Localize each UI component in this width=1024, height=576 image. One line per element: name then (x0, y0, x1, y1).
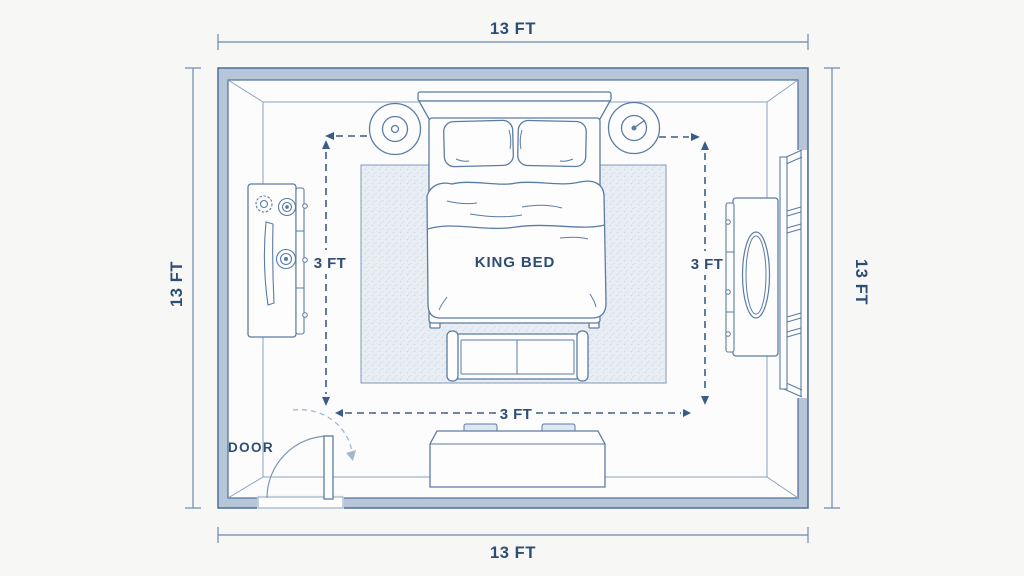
door-swing-direction (292, 409, 353, 453)
pillow-right (517, 119, 587, 168)
headboard-top (417, 91, 612, 102)
leaning-shelf (779, 149, 807, 398)
tray (263, 221, 275, 306)
dimension-line-top (217, 34, 809, 50)
pillow-left (443, 119, 514, 168)
clearance-label-bg-right (687, 251, 725, 275)
door-label: DOOR (228, 440, 274, 455)
dimension-label-top: 13 FT (490, 20, 536, 38)
door-swing-arrowhead (346, 450, 356, 461)
dresser-right (725, 197, 779, 357)
clearance-label-bg-left (310, 250, 348, 274)
dimension-line-right (824, 67, 840, 509)
door-swing-arc (266, 435, 330, 499)
clearance-label-right: 3 FT (691, 256, 723, 273)
door: DOOR (228, 409, 356, 511)
bed-label: KING BED (475, 254, 556, 271)
dimension-line-left (185, 67, 201, 509)
king-bed: KING BED (417, 91, 612, 329)
clearance-label-left: 3 FT (314, 255, 346, 272)
media-console (429, 423, 606, 488)
clearance-arrows (322, 132, 709, 417)
dimension-label-left: 13 FT (168, 261, 186, 307)
clearance-label-bottom: 3 FT (500, 406, 532, 423)
nightstand-lamp-right (607, 101, 661, 155)
dimension-label-right: 13 FT (852, 259, 870, 305)
door-threshold (257, 496, 344, 509)
nightstand-lamp-left (368, 102, 422, 156)
dimension-line-bottom (217, 527, 809, 543)
dresser-left-decor (255, 195, 297, 306)
dimension-label-bottom: 13 FT (490, 544, 536, 562)
foot-bench (446, 330, 589, 382)
headboard (417, 100, 612, 120)
door-leaf (323, 435, 334, 500)
duvet (426, 180, 607, 319)
dresser-left (247, 183, 308, 338)
